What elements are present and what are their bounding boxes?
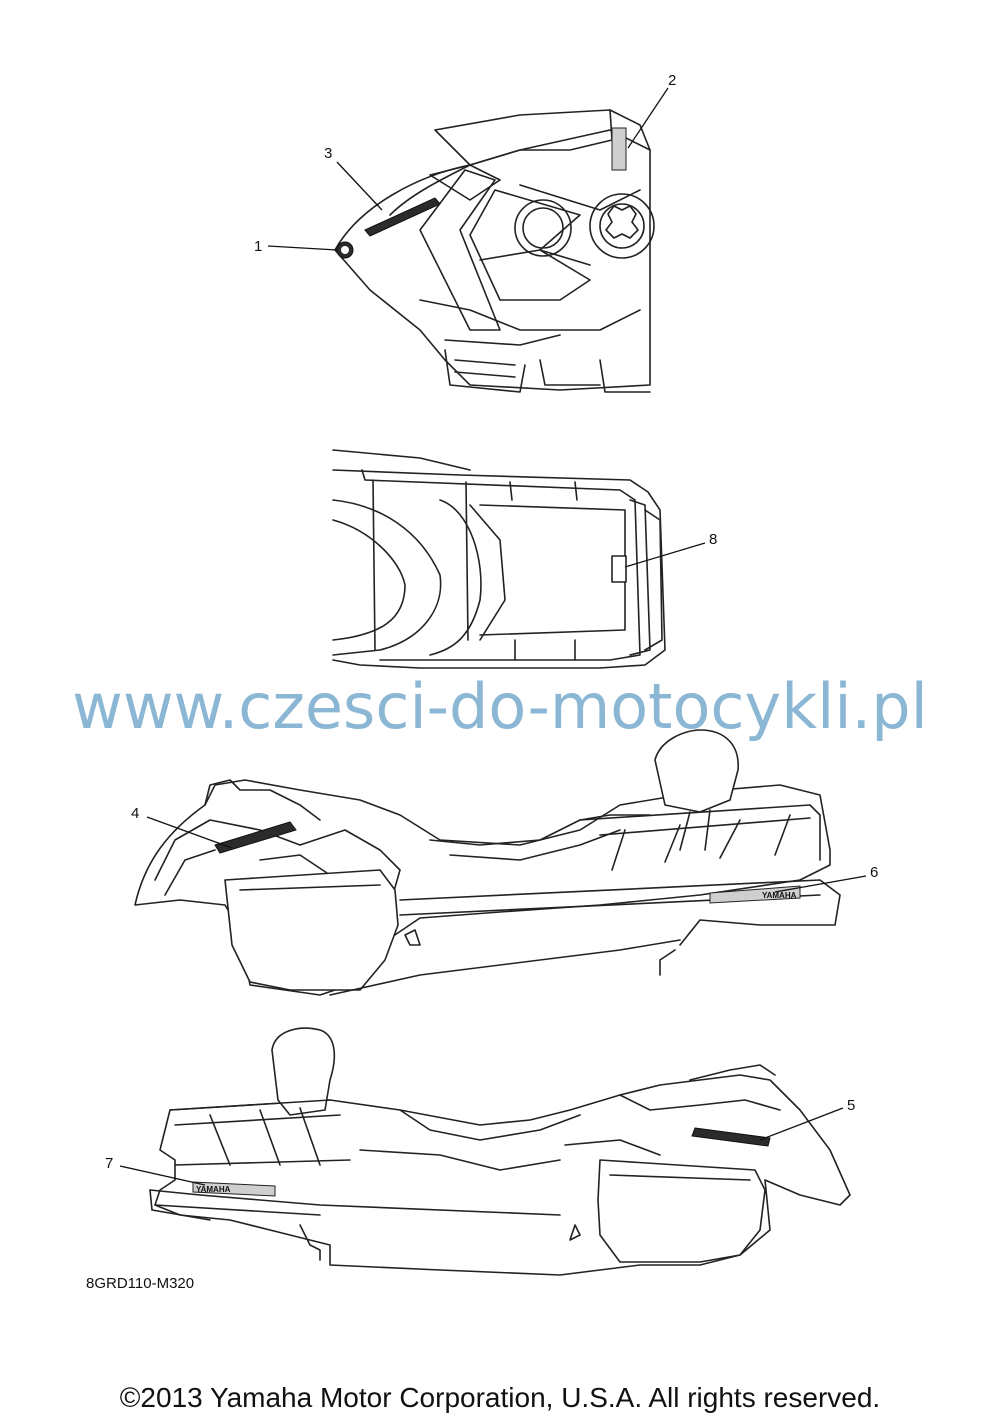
callout-7: 7 xyxy=(105,1155,113,1172)
callout-2: 2 xyxy=(668,72,676,89)
right-side-view: YAMAHA xyxy=(134,729,841,996)
callout-4: 4 xyxy=(131,805,139,822)
decal-brand-right: YAMAHA xyxy=(762,891,797,900)
front-hood-view xyxy=(334,109,655,393)
copyright-notice: ©2013 Yamaha Motor Corporation, U.S.A. A… xyxy=(120,1382,880,1413)
callout-8: 8 xyxy=(709,531,717,548)
callout-5: 5 xyxy=(847,1097,855,1114)
callout-leaders xyxy=(119,87,867,1186)
left-side-view: YAMAHA xyxy=(149,1027,851,1276)
rear-rack-view xyxy=(332,449,666,669)
watermark: www.czesci-do-motocykli.pl xyxy=(72,670,928,743)
callout-3: 3 xyxy=(324,145,332,162)
part-code-label: 8GRD110-M320 xyxy=(86,1275,194,1292)
callout-1: 1 xyxy=(254,238,262,255)
callout-6: 6 xyxy=(870,864,878,881)
decal-brand-left: YAMAHA xyxy=(196,1185,231,1194)
callout-numbers: 1 2 3 4 5 6 7 8 xyxy=(105,72,878,1172)
